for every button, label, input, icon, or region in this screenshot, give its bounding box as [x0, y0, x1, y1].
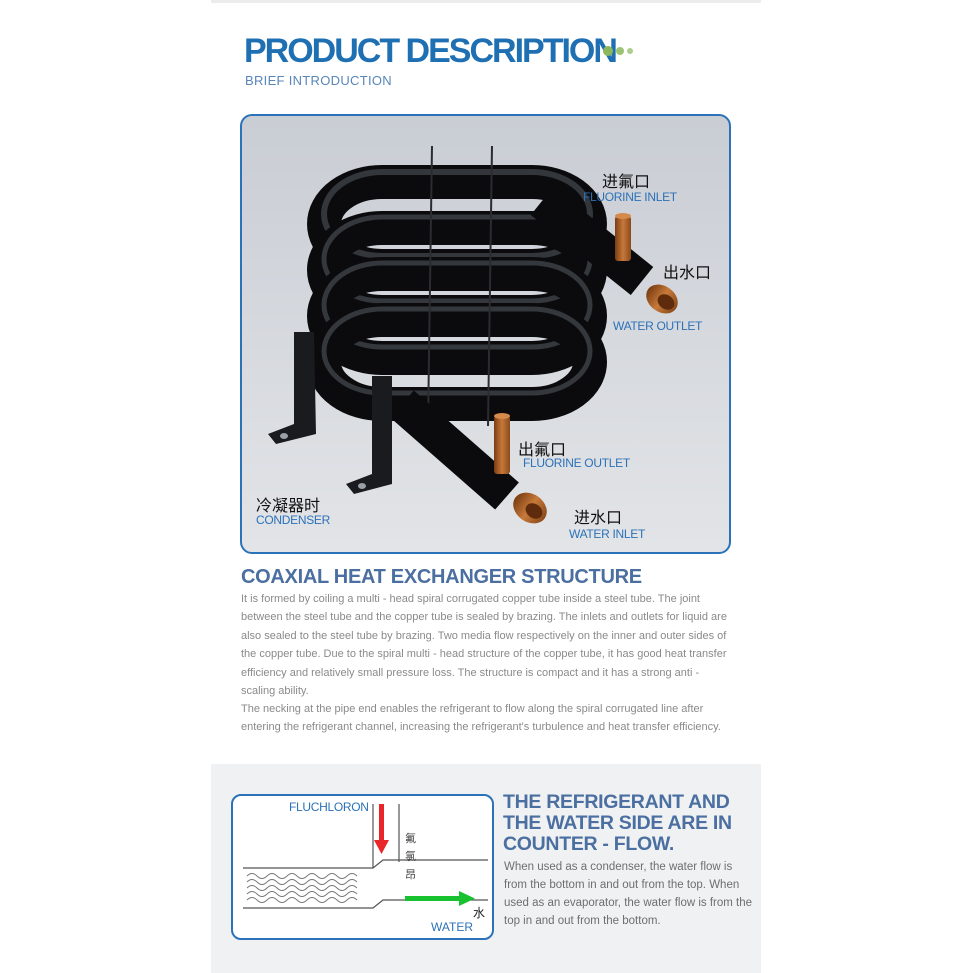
condenser-label: CONDENSER	[256, 513, 330, 527]
water-outlet-label: WATER OUTLET	[613, 319, 703, 333]
water-inlet-label-cn: 进水口	[574, 510, 623, 527]
spiral-tube	[246, 873, 358, 903]
water-outlet-pipe	[530, 186, 678, 314]
page-subtitle: BRIEF INTRODUCTION	[245, 73, 392, 88]
support-brackets	[268, 332, 392, 494]
water-cn: 水	[473, 906, 486, 920]
decorative-dots-icon	[603, 46, 633, 56]
counter-flow-text: When used as a condenser, the water flow…	[504, 861, 753, 927]
water-inlet-label: WATER INLET	[569, 527, 646, 541]
counter-flow-illustration	[243, 804, 488, 909]
page-title: PRODUCT DESCRIPTION	[244, 32, 618, 70]
refrigerant-cn-3: 昂	[405, 869, 416, 881]
fluorine-inlet-label-cn: 进氟口	[602, 174, 651, 191]
refrigerant-cn-1: 氟	[405, 833, 416, 845]
top-divider	[211, 0, 761, 3]
tube-seams	[427, 145, 493, 427]
structure-paragraph-1: It is formed by coiling a multi - head s…	[241, 593, 727, 698]
fluorine-outlet-label: FLUORINE OUTLET	[523, 456, 630, 470]
structure-title: COAXIAL HEAT EXCHANGER STRUCTURE	[241, 566, 642, 588]
counter-flow-title: THE REFRIGERANT AND THE WATER SIDE ARE I…	[503, 791, 732, 855]
structure-paragraph-2: The necking at the pipe end enables the …	[241, 703, 721, 734]
counter-flow-section: FLUCHLORON 氟 氯 昂 水 WATER THE REFRIGERANT…	[211, 764, 761, 973]
refrigerant-cn-2: 氯	[405, 851, 416, 863]
water-arrow-icon	[405, 891, 475, 906]
product-description-panel: PRODUCT DESCRIPTION BRIEF INTRODUCTION	[211, 0, 761, 973]
fluorine-inlet-label: FLUORINE INLET	[583, 190, 677, 204]
condenser-label-cn: 冷凝器时	[256, 498, 321, 515]
refrigerant-arrow-icon	[374, 804, 389, 854]
coaxial-heat-exchanger-illustration	[268, 145, 678, 524]
fluorine-outlet-label-cn: 出氟口	[518, 442, 567, 459]
water-inlet-pipe	[390, 390, 547, 524]
counter-flow-diagram: FLUCHLORON 氟 氯 昂 水 WATER	[231, 794, 494, 940]
water-outlet-label-cn: 出水口	[663, 265, 712, 282]
refrigerant-label: FLUCHLORON	[289, 800, 369, 814]
water-label: WATER	[431, 920, 473, 934]
product-image-frame: 进氟口 FLUORINE INLET 出水口 WATER OUTLET 出氟口 …	[240, 114, 731, 554]
